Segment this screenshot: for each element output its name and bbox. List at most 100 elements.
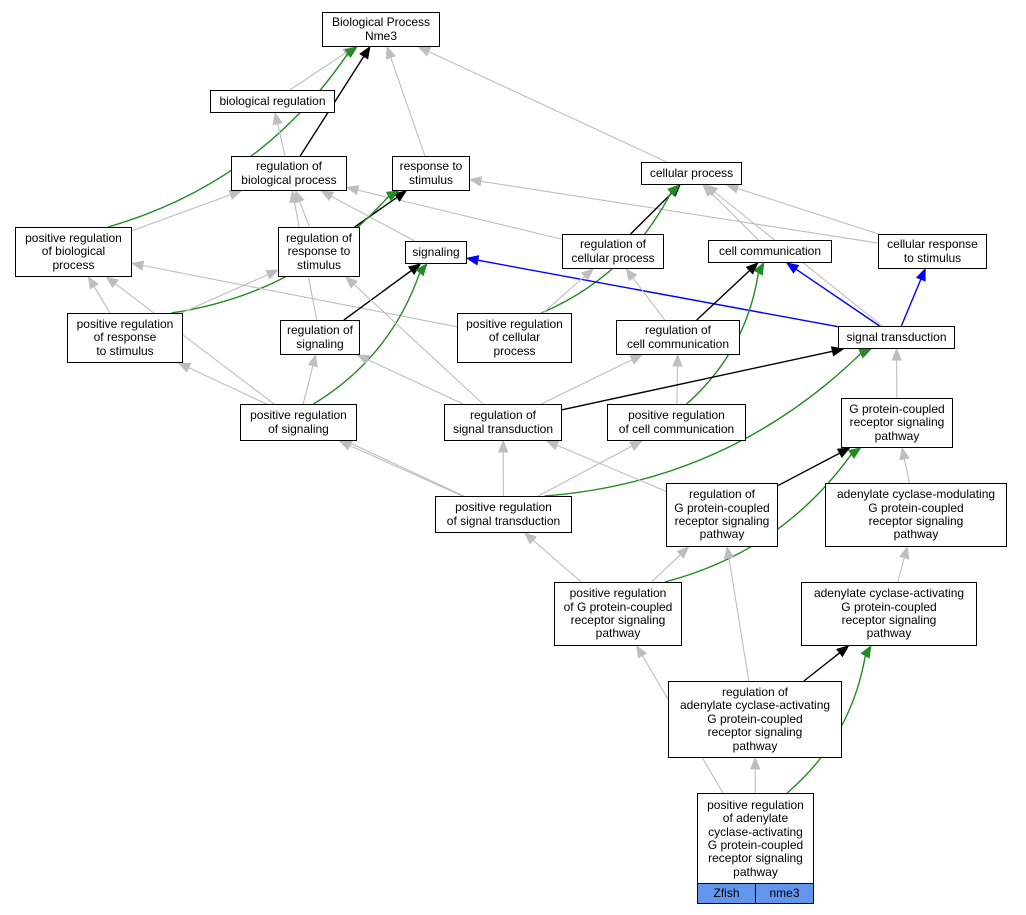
- edge-arrowhead-pos_reg_cell_comm-to-reg_cell_comm: [672, 353, 683, 367]
- edge-arrowhead-pos_reg_sig_trans-to-pos_reg_signaling: [338, 440, 353, 451]
- edge-reg_cell_proc-to-cell_proc: [630, 192, 673, 235]
- node-regulation-of-gpcr-signaling-pathway[interactable]: regulation of G protein-coupled receptor…: [666, 483, 778, 547]
- edge-cell_comm-to-cell_proc: [710, 192, 759, 241]
- node-regulation-of-response-to-stimulus[interactable]: regulation of response to stimulus: [278, 227, 360, 277]
- edge-reg_ac_act-to-ac_act: [803, 652, 841, 682]
- node-adenylate-cyclase-modulating-gpcr-pathway[interactable]: adenylate cyclase-modulating G protein-c…: [825, 483, 1007, 547]
- edge-reg_bp-to-biol_reg: [277, 123, 286, 157]
- node-regulation-of-signaling[interactable]: regulation of signaling: [280, 320, 360, 355]
- node-adenylate-cyclase-activating-gpcr-pathway[interactable]: adenylate cyclase-activating G protein-c…: [801, 582, 977, 646]
- edge-arrowhead-reg_sig_trans-to-sig_trans: [830, 346, 845, 357]
- edge-sig_trans-to-cell_resp_stim: [900, 278, 922, 327]
- edge-cell_proc-to-bp: [428, 51, 667, 163]
- node-signal-transduction[interactable]: signal transduction: [838, 326, 955, 349]
- edge-cell_resp_stim-to-resp_stim: [480, 180, 879, 244]
- node-positive-regulation-of-signal-transduction[interactable]: positive regulation of signal transducti…: [435, 496, 572, 533]
- node-positive-regulation-of-biological-process[interactable]: positive regulation of biological proces…: [15, 227, 132, 277]
- edge-arrowhead-cell_resp_stim-to-resp_stim: [468, 176, 483, 187]
- node-regulation-of-cell-communication[interactable]: regulation of cell communication: [616, 320, 740, 355]
- edge-arrowhead-reg_sig_trans-to-reg_signaling: [356, 354, 371, 365]
- edge-arrowhead-sig_trans-to-cell_proc: [704, 184, 719, 197]
- edge-reg_sig_trans-to-reg_cell_comm: [540, 359, 633, 405]
- edge-pos_reg_signaling-to-reg_signaling: [302, 365, 314, 405]
- edge-pos_reg_sig_trans-to-pos_reg_cell_comm: [538, 445, 633, 497]
- edge-pos_reg_resp_stim-to-reg_resp_stim: [181, 274, 269, 314]
- edge-arrowhead-pos_reg_sig_trans-to-pos_reg_resp_stim: [177, 362, 192, 373]
- edge-pos_reg_cell_proc-to-pos_reg_bp: [142, 264, 458, 328]
- edge-arrowhead-pos_reg_bp-to-bp: [344, 46, 358, 58]
- edge-arrowhead-ac_act-to-ac_mod: [899, 545, 910, 560]
- node-cellular-process[interactable]: cellular process: [641, 162, 742, 185]
- edge-arrowhead-pos_reg_resp_stim-to-reg_resp_stim: [265, 269, 280, 280]
- node-positive-regulation-of-gpcr-signaling-pathway[interactable]: positive regulation of G protein-coupled…: [554, 582, 682, 646]
- edge-arrowhead-pos_reg_sig_trans-to-sig_trans: [858, 348, 873, 359]
- edge-arrowhead-reg_ac_act-to-ac_act: [836, 645, 850, 658]
- edge-arrowhead-reg_gpcr-to-reg_sig_trans: [545, 440, 560, 451]
- edge-arrowhead-pos_reg_gpcr-to-reg_gpcr: [676, 546, 690, 559]
- edge-arrowhead-pos_reg_cell_proc-to-cell_proc: [667, 184, 681, 197]
- edge-arrowhead-reg_cell_comm-to-cell_comm: [745, 262, 759, 275]
- edge-arrowhead-reg_ac_act-to-reg_gpcr: [723, 545, 735, 560]
- edge-arrowhead-reg_resp_stim-to-resp_stim: [393, 190, 408, 202]
- edge-ac_act-to-ac_mod: [897, 557, 905, 583]
- edge-ac_mod-to-gpcr: [903, 458, 910, 484]
- node-regulation-of-signal-transduction[interactable]: regulation of signal transduction: [444, 404, 562, 441]
- edge-arrowhead-pos_reg_cell_proc-to-pos_reg_bp: [130, 260, 145, 271]
- edge-arrowhead-sig_trans-to-signaling: [465, 255, 480, 266]
- edge-signaling-to-reg_bp: [330, 195, 415, 242]
- edge-arrowhead-reg_cell_comm-to-reg_cell_proc: [625, 267, 638, 282]
- edge-reg_gpcr-to-gpcr: [777, 452, 841, 487]
- edge-arrowhead-pos_reg_sig_trans-to-reg_sig_trans: [497, 439, 509, 453]
- edge-arrowhead-pos_reg_gpcr-to-pos_reg_sig_trans: [523, 532, 537, 545]
- node-g-protein-coupled-receptor-signaling-pathway[interactable]: G protein-coupled receptor signaling pat…: [841, 398, 953, 448]
- node-signaling[interactable]: signaling: [405, 241, 467, 264]
- edge-arrowhead-reg_bp-to-biol_reg: [272, 111, 283, 126]
- edge-arrowhead-pos_reg_bp-to-reg_bp: [228, 190, 243, 200]
- edge-arrowhead-reg_signaling-to-reg_bp: [289, 189, 300, 204]
- edge-arrowhead-reg_gpcr-to-gpcr: [836, 447, 851, 458]
- edge-reg_sig_trans-to-sig_trans: [561, 350, 833, 411]
- edge-arrowhead-signaling-to-reg_bp: [320, 190, 335, 202]
- edge-pos_reg_bp-to-bp: [107, 53, 349, 228]
- edge-arrowhead-cell_proc-to-bp: [417, 46, 432, 57]
- node-regulation-of-cellular-process[interactable]: regulation of cellular process: [562, 234, 664, 269]
- annotation-footer: Zfish nme3: [698, 883, 813, 903]
- node-positive-regulation-of-cellular-process[interactable]: positive regulation of cellular process: [457, 313, 572, 363]
- node-positive-regulation-of-cell-communication[interactable]: positive regulation of cell communicatio…: [607, 404, 746, 441]
- edge-arrowhead-pos_reg_sig_trans-to-pos_reg_cell_comm: [629, 440, 643, 452]
- node-response-to-stimulus[interactable]: response to stimulus: [392, 156, 470, 191]
- node-positive-regulation-of-response-to-stimulus[interactable]: positive regulation of response to stimu…: [67, 313, 183, 363]
- edge-arrowhead-pos_reg_cell_proc-to-reg_cell_proc: [580, 268, 595, 281]
- leaf-node-label: positive regulation of adenylate cyclase…: [707, 797, 804, 879]
- edge-arrowhead-pos_reg_cell_comm-to-cell_comm: [753, 261, 765, 276]
- node-cellular-response-to-stimulus[interactable]: cellular response to stimulus: [878, 234, 987, 269]
- edge-pos_reg_sig_trans-to-pos_reg_signaling: [349, 445, 463, 497]
- edge-reg_signaling-to-signaling: [343, 269, 412, 321]
- edge-arrowhead-pos_reg_signaling-to-reg_signaling: [307, 353, 318, 368]
- edge-pos_reg_bp-to-reg_bp: [131, 194, 231, 232]
- annotation-gene-nme3[interactable]: nme3: [755, 884, 813, 903]
- edge-arrowhead-pos_reg_gpcr-to-gpcr: [848, 447, 862, 459]
- edge-reg_cell_proc-to-reg_bp: [357, 189, 563, 240]
- edge-reg_cell_comm-to-reg_cell_proc: [632, 277, 666, 321]
- edge-reg_gpcr-to-reg_sig_trans: [556, 444, 667, 492]
- node-positive-regulation-of-signaling[interactable]: positive regulation of signaling: [240, 404, 357, 441]
- edge-pos_reg_resp_stim-to-pos_reg_bp: [93, 286, 111, 314]
- edge-pos_reg_signaling-to-signaling: [313, 272, 421, 405]
- node-regulation-of-adenylate-cyclase-activating-gpcr-pathway[interactable]: regulation of adenylate cyclase-activati…: [668, 681, 842, 758]
- edge-reg_ac_act-to-reg_gpcr: [728, 557, 750, 682]
- annotation-source-zfish[interactable]: Zfish: [698, 884, 755, 903]
- node-biological-regulation[interactable]: biological regulation: [210, 90, 335, 113]
- edge-pos_reg_signaling-to-pos_reg_bp: [114, 283, 275, 405]
- edge-arrowhead-sig_trans-to-cell_resp_stim: [915, 267, 926, 282]
- edge-pos_reg_gpcr-to-pos_reg_sig_trans: [532, 539, 582, 583]
- node-cell-communication[interactable]: cell communication: [708, 240, 832, 263]
- edge-reg_sig_trans-to-reg_signaling: [367, 359, 464, 405]
- node-regulation-of-biological-process[interactable]: regulation of biological process: [231, 156, 347, 191]
- node-positive-regulation-of-adenylate-cyclase-activating-gpcr-pathway[interactable]: positive regulation of adenylate cyclase…: [697, 793, 814, 904]
- edge-arrowhead-pos_reg_signaling-to-signaling: [415, 262, 428, 277]
- edge-biol_reg-to-bp: [289, 52, 346, 91]
- node-biological-process-root[interactable]: Biological Process Nme3: [322, 12, 440, 47]
